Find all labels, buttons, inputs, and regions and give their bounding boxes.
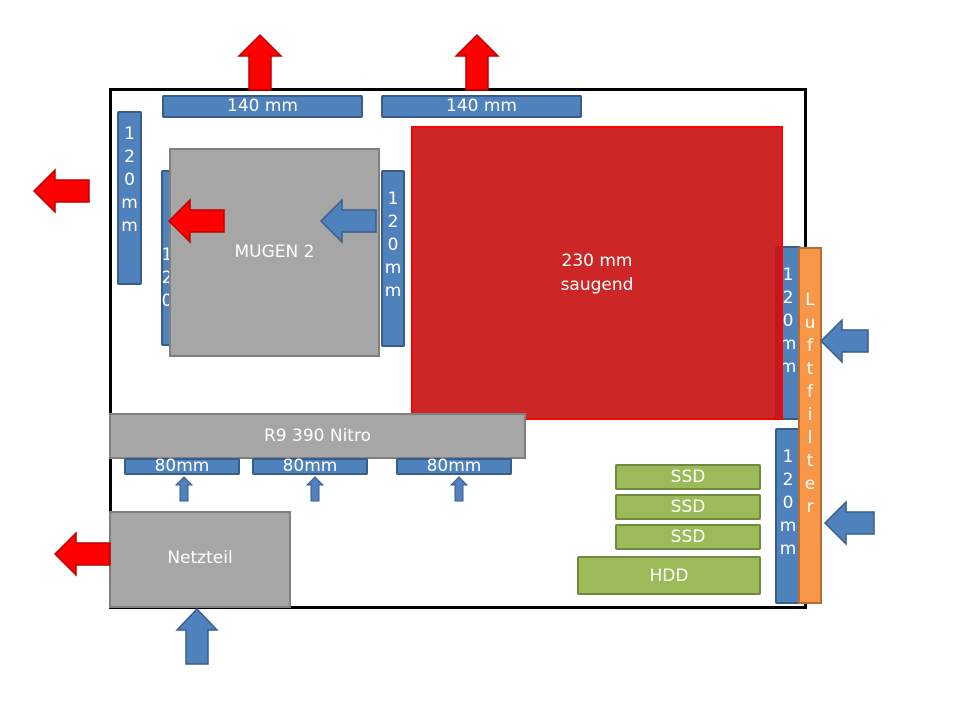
char: m: [121, 216, 138, 236]
char: m: [121, 193, 138, 213]
drive-label: HDD: [649, 565, 689, 586]
top-fan-1: 140 mm: [162, 95, 363, 118]
char: 0: [387, 235, 399, 255]
char: 1: [782, 447, 794, 467]
gpu-fan-1: 80mm: [124, 458, 240, 475]
intake-arrow-left-front-top: [819, 318, 869, 364]
char: 2: [782, 288, 794, 308]
gpu: R9 390 Nitro: [109, 413, 526, 459]
char: 1: [387, 189, 399, 209]
cpu-cooler-label: MUGEN 2: [234, 241, 315, 262]
char: f: [807, 336, 813, 356]
char: L: [805, 290, 815, 310]
char: f: [807, 382, 813, 402]
gpu-fan-label: 80mm: [154, 456, 210, 476]
char: 2: [782, 470, 794, 490]
char: 1: [782, 265, 794, 285]
char: t: [806, 359, 814, 379]
exhaust-arrow-up-2: [454, 33, 500, 91]
char: m: [384, 258, 402, 278]
drive-label: SSD: [670, 467, 706, 487]
drive-ssd-2: SSD: [615, 494, 761, 520]
intake-arrow-left-cooler: [319, 198, 377, 244]
char: t: [806, 451, 814, 471]
top-fan-1-label: 140 mm: [227, 96, 298, 116]
gpu-fan-label: 80mm: [426, 456, 482, 476]
exhaust-arrow-up-1: [237, 33, 283, 91]
char: r: [806, 497, 814, 517]
char: 2: [387, 212, 399, 232]
air-filter: L u f t f i l t e r: [798, 247, 822, 604]
char: m: [779, 516, 797, 536]
char: 2: [161, 268, 173, 288]
char: 1: [161, 245, 173, 265]
intake-arrow-up-gpu-1: [174, 476, 194, 502]
gpu-fan-3: 80mm: [396, 458, 512, 475]
cpu-cooler: MUGEN 2: [169, 148, 380, 357]
char: m: [779, 357, 797, 377]
drive-label: SSD: [670, 527, 706, 547]
exhaust-arrow-left-cooler: [167, 198, 225, 244]
radiator-label-size: 230 mm: [561, 251, 633, 271]
intake-arrow-up-psu: [175, 607, 219, 665]
drive-hdd: HDD: [577, 556, 761, 595]
gpu-fan-label: 80mm: [282, 456, 338, 476]
intake-arrow-up-gpu-2: [305, 476, 325, 502]
char: m: [779, 539, 797, 559]
char: i: [807, 405, 813, 425]
char: l: [807, 428, 813, 448]
cooler-fan-right: 1 2 0 m m: [381, 170, 405, 347]
gpu-label: R9 390 Nitro: [263, 426, 371, 446]
char: 0: [782, 493, 794, 513]
char: m: [779, 334, 797, 354]
char: 1: [124, 124, 135, 144]
char: 0: [782, 311, 794, 331]
drive-ssd-3: SSD: [615, 524, 761, 550]
char: 2: [124, 147, 135, 167]
psu: Netzteil: [109, 511, 291, 608]
exhaust-arrow-left-psu: [53, 531, 111, 577]
exhaust-arrow-left-rear: [32, 168, 90, 214]
rear-fan: 1 2 0 m m: [117, 111, 142, 285]
char: 0: [161, 291, 173, 311]
radiator-label-mode: saugend: [560, 275, 634, 295]
drive-ssd-1: SSD: [615, 464, 761, 490]
gpu-fan-2: 80mm: [252, 458, 368, 475]
psu-label: Netzteil: [167, 547, 233, 568]
char: u: [804, 313, 816, 333]
intake-arrow-up-gpu-3: [449, 476, 469, 502]
intake-arrow-left-front-bottom: [823, 500, 875, 546]
char: m: [384, 281, 402, 301]
top-fan-2-label: 140 mm: [446, 96, 517, 116]
char: 0: [124, 170, 135, 190]
radiator-230mm: 230 mm saugend: [411, 126, 783, 420]
top-fan-2: 140 mm: [381, 95, 582, 118]
char: e: [804, 474, 816, 494]
drive-label: SSD: [670, 497, 706, 517]
